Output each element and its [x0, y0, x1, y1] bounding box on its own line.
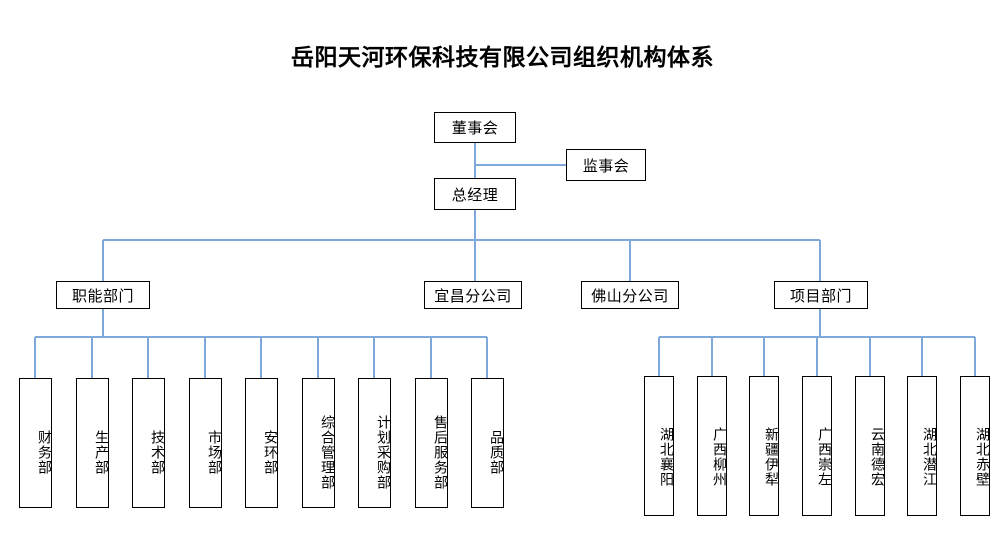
page-title: 岳阳天河环保科技有限公司组织机构体系 — [291, 45, 714, 70]
node-project-dept-label: 湖北潜江 — [921, 427, 936, 487]
node-project-dept-label: 湖北襄阳 — [658, 427, 673, 487]
node-project-division[interactable]: 项目部门 — [774, 281, 868, 309]
node-functional-dept[interactable]: 财务部 — [19, 378, 52, 508]
node-functional-dept[interactable]: 综合管理部 — [302, 378, 335, 508]
node-project-dept[interactable]: 云南德宏 — [855, 376, 885, 516]
node-functional-dept-label: 生产部 — [93, 429, 108, 475]
node-project-dept[interactable]: 湖北潜江 — [907, 376, 937, 516]
node-functional-dept-label: 品质部 — [488, 429, 503, 475]
node-project-dept-label: 湖北赤壁 — [974, 427, 989, 487]
node-functional-division[interactable]: 职能部门 — [56, 281, 150, 309]
node-functional-division-label: 职能部门 — [71, 288, 134, 305]
node-yichang-branch-label: 宜昌分公司 — [434, 288, 512, 305]
node-functional-dept-label: 综合管理部 — [319, 414, 334, 490]
node-project-dept-label: 广西柳州 — [711, 427, 726, 487]
node-general-manager-label: 总经理 — [451, 187, 499, 204]
node-supervisory-board-label: 监事会 — [582, 158, 630, 175]
node-functional-dept[interactable]: 技术部 — [132, 378, 165, 508]
node-project-dept-label: 云南德宏 — [869, 427, 884, 487]
node-functional-dept[interactable]: 安环部 — [245, 378, 278, 508]
node-functional-dept-label: 市场部 — [206, 429, 221, 475]
node-board[interactable]: 董事会 — [434, 112, 516, 143]
node-project-dept-label: 广西崇左 — [816, 427, 831, 487]
node-project-dept[interactable]: 湖北赤壁 — [960, 376, 990, 516]
node-functional-dept-label: 技术部 — [149, 429, 164, 475]
node-board-label: 董事会 — [451, 121, 499, 137]
node-functional-dept-label: 计划采购部 — [375, 414, 390, 490]
node-project-dept-label: 新疆伊犁 — [763, 427, 778, 487]
node-functional-dept[interactable]: 售后服务部 — [415, 378, 448, 508]
node-project-division-label: 项目部门 — [789, 288, 852, 305]
node-project-dept[interactable]: 广西崇左 — [802, 376, 832, 516]
node-foshan-branch[interactable]: 佛山分公司 — [581, 281, 679, 309]
node-project-dept[interactable]: 广西柳州 — [697, 376, 727, 516]
node-supervisory-board[interactable]: 监事会 — [566, 149, 646, 181]
node-foshan-branch-label: 佛山分公司 — [591, 288, 669, 305]
node-yichang-branch[interactable]: 宜昌分公司 — [424, 281, 522, 309]
node-functional-dept-label: 财务部 — [36, 429, 51, 475]
node-functional-dept[interactable]: 计划采购部 — [358, 378, 391, 508]
node-project-dept[interactable]: 湖北襄阳 — [644, 376, 674, 516]
node-project-dept[interactable]: 新疆伊犁 — [749, 376, 779, 516]
node-functional-dept[interactable]: 品质部 — [471, 378, 504, 508]
node-general-manager[interactable]: 总经理 — [434, 178, 516, 210]
node-functional-dept[interactable]: 生产部 — [76, 378, 109, 508]
node-functional-dept[interactable]: 市场部 — [189, 378, 222, 508]
node-functional-dept-label: 售后服务部 — [432, 414, 447, 490]
node-functional-dept-label: 安环部 — [262, 429, 277, 475]
